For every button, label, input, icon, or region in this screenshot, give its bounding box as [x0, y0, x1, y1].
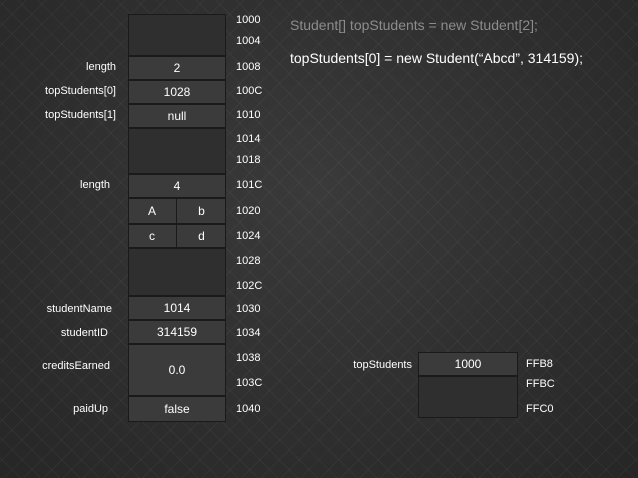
cell-value: false	[164, 402, 190, 416]
char-divider	[176, 198, 177, 224]
address-label: 100C	[236, 85, 263, 97]
address-label: 1004	[236, 35, 261, 47]
address-label: 1014	[236, 133, 261, 145]
stack-address-label: FFBC	[526, 378, 555, 390]
stack-address-label: FFC0	[526, 403, 554, 415]
label-paid-up: paidUp	[73, 403, 108, 415]
char-b: b	[198, 204, 205, 218]
char-a: A	[147, 204, 156, 218]
address-label: 1028	[236, 255, 261, 267]
address-label: 102C	[236, 280, 263, 292]
heap-cell-chars-2	[128, 224, 226, 248]
address-label: 1034	[236, 327, 261, 339]
address-label: 1010	[236, 109, 261, 121]
heap-cell-top-students-1: null	[128, 104, 226, 128]
stack-cell-blank	[418, 376, 518, 418]
stack-address-label: FFB8	[526, 358, 553, 370]
label-top-students-stack: topStudents	[353, 359, 412, 371]
heap-cell-paid-up: false	[128, 396, 226, 422]
cell-value: 1028	[163, 85, 191, 99]
address-label: 1024	[236, 230, 261, 242]
cell-value: 0.0	[168, 363, 186, 377]
char-divider	[176, 224, 177, 248]
label-credits-earned: creditsEarned	[42, 360, 110, 372]
cell-value: null	[167, 109, 187, 123]
cell-value: 4	[173, 179, 181, 193]
char-d: d	[198, 229, 205, 243]
heap-cell-student-id: 314159	[128, 320, 226, 344]
heap-cell-1028	[128, 248, 226, 296]
label-student-id: studentID	[60, 327, 108, 339]
cell-value: 1014	[163, 301, 191, 315]
cell-value: 314159	[156, 325, 198, 339]
label-top-students-1: topStudents[1]	[45, 109, 116, 121]
label-length-1: length	[86, 61, 116, 73]
heap-cell-top-students-0: 1028	[128, 80, 226, 104]
heap-cell-length-1: 2	[128, 56, 226, 80]
char-c: c	[149, 229, 155, 243]
code-line-2: topStudents[0] = new Student(“Abcd”, 314…	[290, 50, 584, 66]
address-label: 101C	[236, 179, 263, 191]
cell-value: 2	[173, 61, 181, 75]
heap-cell-credits-earned: 0.0	[128, 344, 226, 396]
address-label: 1020	[236, 205, 261, 217]
code-line-1: Student[] topStudents = new Student[2];	[290, 17, 538, 33]
heap-cell-length-2: 4	[128, 174, 226, 198]
address-label: 1038	[236, 352, 261, 364]
heap-cell-1014	[128, 128, 226, 174]
address-label: 1040	[236, 403, 261, 415]
heap-cell-chars-1	[128, 198, 226, 224]
address-label: 1030	[236, 303, 261, 315]
heap-cell-1000	[128, 14, 226, 56]
stack-cell-top-students: 1000	[418, 352, 518, 376]
label-student-name: studentName	[46, 303, 112, 315]
label-top-students-0: topStudents[0]	[45, 85, 116, 97]
address-label: 1000	[236, 14, 261, 26]
heap-cell-student-name: 1014	[128, 296, 226, 320]
address-label: 103C	[236, 377, 263, 389]
address-label: 1018	[236, 154, 261, 166]
label-length-2: length	[80, 179, 110, 191]
address-label: 1008	[236, 61, 261, 73]
cell-value: 1000	[454, 357, 482, 371]
